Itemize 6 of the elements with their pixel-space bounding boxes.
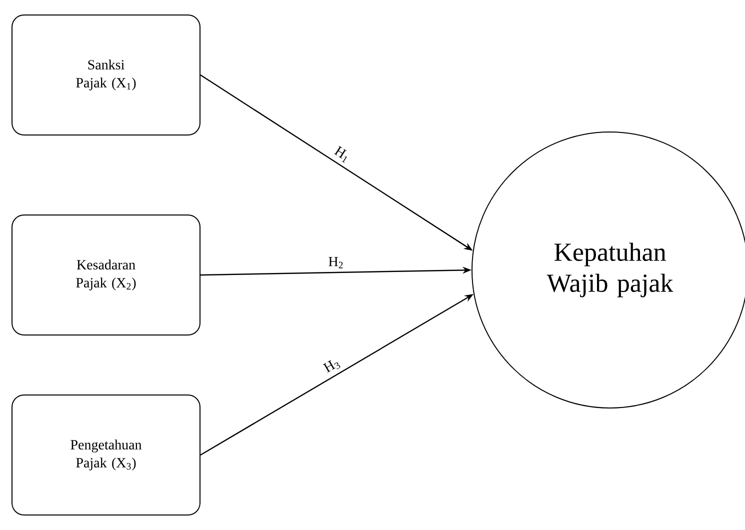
edge-label: H$_{1}$ — [334, 146, 347, 163]
edge-label: H$_{2}$ — [328, 256, 343, 268]
variable-box: Kesadaran Pajak (X$_{2}$) — [12, 214, 200, 336]
variable-box: Sanksi Pajak (X$_{1}$) — [12, 14, 200, 136]
edge-label: H$_{3}$ — [322, 360, 340, 373]
variable-box: Pengetahuan Pajak (X$_{3}$) — [12, 394, 200, 516]
